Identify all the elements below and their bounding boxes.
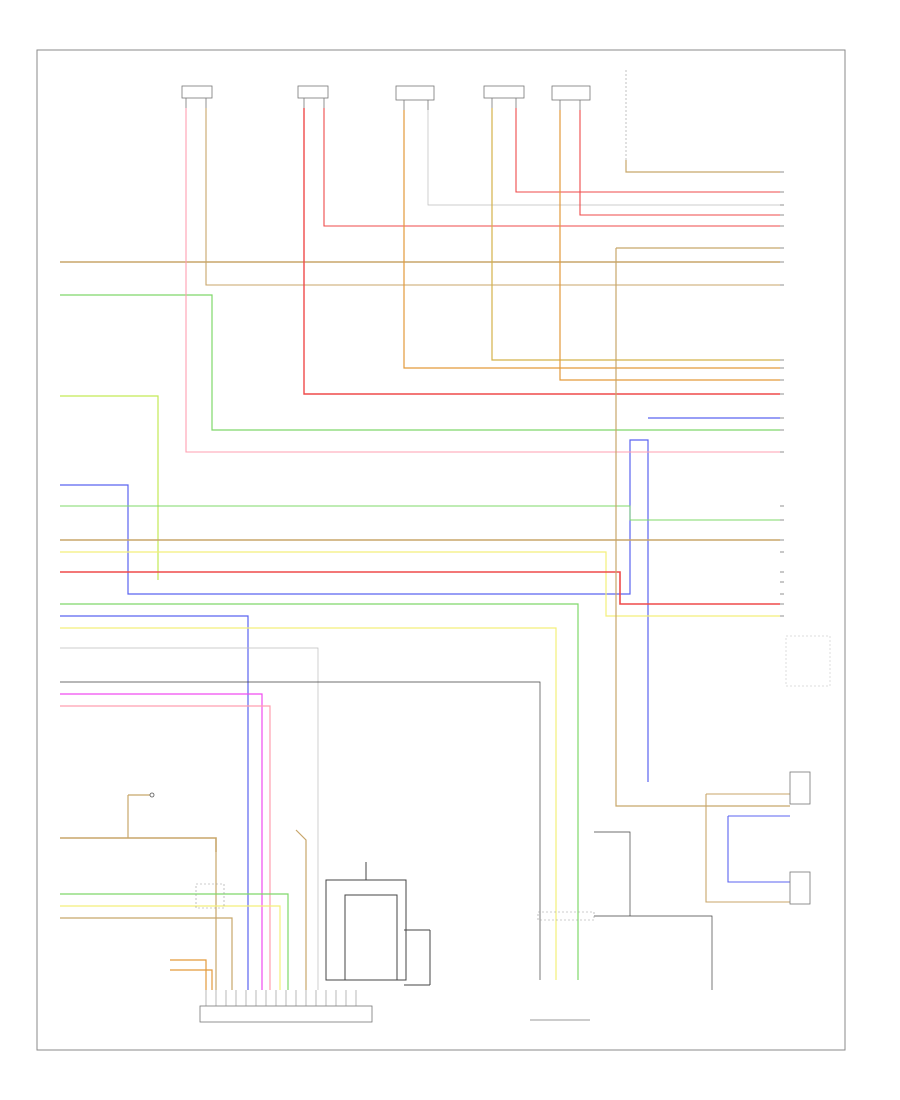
wire-black-42	[594, 831, 631, 916]
wire-green-6	[60, 505, 780, 521]
wire-red-19	[303, 108, 780, 395]
wire-tan-41	[295, 829, 307, 990]
wire-blue-33	[727, 816, 790, 883]
speaker-connector-5	[551, 85, 591, 110]
speaker-connector-4	[483, 85, 525, 108]
rear-speaker-1	[789, 771, 811, 805]
wire-red-9	[60, 571, 780, 605]
speaker-connector-1	[181, 85, 213, 108]
wire-orange-21	[403, 110, 780, 369]
wire-gray-22	[427, 110, 780, 206]
antenna-block	[325, 862, 431, 986]
wire-pink-17	[185, 108, 780, 453]
wire-green-36	[60, 893, 289, 990]
speaker-connector-3	[395, 85, 435, 110]
wire-green-10	[60, 603, 579, 980]
external-amp	[530, 911, 595, 1021]
wire-tan-34	[60, 837, 217, 852]
wire-orange-39	[170, 959, 207, 990]
wire-tan-18	[205, 108, 780, 286]
wire-black-14	[60, 681, 541, 980]
speaker-connector-2	[297, 85, 329, 108]
wire-black-43	[594, 915, 713, 990]
wire-red-26	[579, 110, 780, 216]
rear-speaker-2	[789, 871, 811, 905]
wire-yellow-12	[60, 627, 557, 980]
wire-lime-3	[60, 395, 159, 580]
wire-tan-27	[625, 160, 780, 173]
module-pins	[205, 990, 357, 1006]
right-connector-block	[785, 635, 831, 687]
wire-group	[60, 108, 790, 990]
wire-red-20	[323, 108, 780, 227]
wire-gray-13	[60, 647, 319, 990]
wire-tan-31	[705, 794, 790, 903]
wire-yellow-8	[60, 551, 780, 617]
wire-yellow-37	[60, 905, 281, 990]
wire-pink-16	[60, 705, 271, 990]
ground-symbol	[127, 792, 155, 838]
top-speaker-group	[181, 70, 627, 160]
wire-orange-25	[559, 110, 780, 381]
wire-red-24	[515, 108, 780, 193]
wire-green-2	[60, 294, 780, 431]
wire-gold-23	[491, 108, 780, 361]
wire-blue-4	[60, 439, 649, 782]
wire-blue-11	[60, 615, 249, 990]
wire-magenta-15	[60, 693, 263, 990]
right-connector-terminals	[780, 171, 784, 617]
junction-connector	[195, 883, 225, 909]
diagram-frame	[36, 49, 846, 1051]
wire-tan-38	[60, 917, 233, 990]
lower-radio-module	[199, 1005, 373, 1023]
wire-tan-29	[615, 248, 790, 807]
wire-orange-40	[170, 969, 213, 990]
